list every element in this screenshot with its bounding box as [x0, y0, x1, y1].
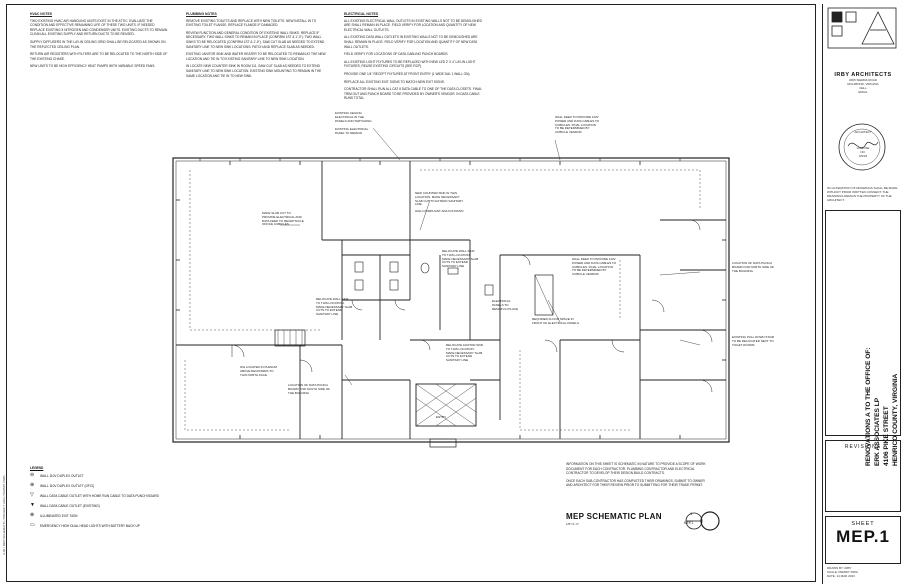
plumbing-note: REMOVE EXISTING TOILETS AND REPLACE WITH… — [186, 18, 317, 28]
outer-wall — [172, 157, 730, 443]
callout: HIGH COMPLIANT ADA FOUNTAIN — [415, 209, 464, 213]
callout: WALL FEED TO PROVIDE 110V POWER AND DATA… — [572, 257, 617, 277]
electrical-note: FIELD VERIFY FOR LOCATIONS OF DATA CABLI… — [344, 52, 449, 57]
seal-line: NO. — [860, 150, 866, 154]
plan-note: INFORMATION ON THIS SHEET IS SCHEMATIC I… — [566, 462, 706, 476]
sheet-number-box: SHEET MEP.1 — [825, 516, 901, 564]
firm-address-line: EMAIL — [858, 90, 868, 94]
seal-line: 3/9/23 — [858, 154, 868, 158]
stair-block — [415, 383, 477, 427]
callout: EXISTING CEILING ELECTRICAL IN THE PANEL… — [335, 111, 372, 123]
plumbing-notes: PLUMBING NOTES REMOVE EXISTING TOILETS A… — [186, 12, 326, 81]
legend-item: ▽ WALL DATA CABLE OUTLET WITH HOME RUN C… — [30, 493, 159, 498]
existing-data-outlet-icon: ▼ — [30, 502, 35, 508]
callout: REQUIRED FLOOR SPACE IN FRONT OF ELECTRI… — [532, 317, 579, 325]
sheet-scale: SCALE: PERMIT DWG — [827, 570, 858, 574]
sheet-border — [6, 4, 816, 582]
callout: WALL FEED TO PROVIDE 110V POWER AND DATA… — [555, 115, 600, 135]
plan-note: ONCE EACH SUB-CONTRACTOR HAS COMPLETED T… — [566, 478, 705, 488]
title-block: IRBY ARCHITECTS 2005 SIERRA ROAD RICHMON… — [822, 4, 903, 584]
legend-label: WALL 110V DUPLEX OUTLET (GFCI) — [40, 483, 95, 488]
plan-scale: 1/8"=1'-0" — [566, 522, 579, 526]
entry-label: ENTRY — [436, 415, 447, 419]
duplex-outlet-icon: ⊖ — [30, 472, 35, 478]
legend-item: ⊕ WALL 110V DUPLEX OUTLET (GFCI) — [30, 483, 159, 488]
plumbing-note: EXISTING JANITOR SINK AND WATER HEATER T… — [186, 52, 326, 61]
callout: EXISTING PULL DOWN STAIR TO BE RELOCATED… — [732, 335, 775, 347]
exit-sign-icon: ⊗ — [30, 512, 35, 518]
electrical-note: ALL EXISTING DATA WALL OUTLETS IN EXISTI… — [344, 35, 478, 49]
emergency-light-icon: ▭ — [30, 522, 35, 528]
plumbing-note: IN LOCATE NEW COUNTER SINK IN ROOM 111. … — [186, 64, 322, 78]
firm-name: IRBY ARCHITECTS — [834, 72, 892, 78]
detail-ref-sheet: MEP.1 — [684, 521, 694, 525]
seal-line: ARCHITECT — [854, 130, 872, 134]
callout: RELOCATE JANITOR SINK TO THIS LOCATION. … — [446, 343, 484, 363]
data-outlet-icon: ▽ — [30, 492, 34, 498]
electrical-note: REPLACE ALL EXISTING EXIT SIGNS TO MATCH… — [344, 79, 445, 84]
seal-line: LICENSE — [856, 146, 870, 150]
sheet-date: DATE: 14 MAR 2023 — [827, 574, 855, 578]
callout: LOCATION OF DATA PUNCH BOARD FOR SOUTH S… — [288, 383, 331, 395]
plan-notes: INFORMATION ON THIS SHEET IS SCHEMATIC I… — [566, 462, 706, 491]
electrical-note: CONTRACTOR SHALL RUN ALL CAT 6 DATA CABL… — [344, 87, 482, 101]
plan-title: MEP SCHEMATIC PLAN — [566, 512, 662, 521]
architect-seal: ARCHITECT LICENSE NO. 3/9/23 — [849, 130, 877, 158]
sheet-meta: DRAWN BY: IRBY SCALE: PERMIT DWG DATE: 1… — [827, 566, 901, 578]
electrical-note: ALL EXISTING LIGHT FIXTURES TO BE REPLAC… — [344, 59, 476, 69]
plumbing-note: REVIEW FUNCTION AND GENERAL CONDITION OF… — [186, 30, 325, 49]
hvac-notes: HVAC NOTES TWO EXISTING HVAC AIR HANDLIN… — [30, 12, 170, 72]
plumbing-notes-heading: PLUMBING NOTES — [186, 12, 217, 16]
electrical-notes-heading: ELECTRICAL NOTES — [344, 12, 379, 16]
callout: NEW COUNTER SINK IN THIS LOCATION. MAKE … — [415, 191, 464, 207]
hvac-note: NEW UNITS TO BE HIGH EFFICIENCY HEAT PUM… — [30, 64, 156, 69]
electrical-notes: ELECTRICAL NOTES ALL EXISTING ELECTRICAL… — [344, 12, 484, 104]
revisions-box: REVISIONS — [825, 440, 901, 512]
hvac-note: SUPPLY DIFFUSERS IN THE LAY-IN CEILING G… — [30, 39, 166, 49]
callout: EXISTING ELECTRICAL PANEL TO REMAIN — [335, 127, 369, 135]
callout: RELOCATE WALL SINK TO THIS LOCATION. MAK… — [442, 249, 479, 269]
legend-label: WALL 110V DUPLEX OUTLET — [40, 473, 84, 478]
hvac-notes-heading: HVAC NOTES — [30, 12, 52, 16]
callout: RELOCATE WALL SINK TO THIS LOCATION. MAK… — [316, 297, 353, 317]
firm-address-line: CELL — [859, 86, 867, 90]
electrical-note: ALL EXISTING ELECTRICAL WALL OUTLETS IN … — [344, 18, 482, 32]
legend-label: ILLUMINATED EXIT SIGN — [40, 513, 78, 518]
electrical-note: PROVIDE ONE 1/4" RECEPT FIXTURES AT FRON… — [344, 71, 471, 76]
legend-item: ▭ EMERGENCY HIGH DUAL HEAD LIGHTS WITH B… — [30, 523, 159, 528]
sheet-label: SHEET — [851, 521, 875, 527]
legend-item: ⊗ ILLUMINATED EXIT SIGN — [30, 513, 159, 518]
firm-note: NO ALTERATION OF DRAWINGS SHALL BE MADE … — [827, 186, 898, 202]
gfci-outlet-icon: ⊕ — [30, 482, 35, 488]
revisions-label: REVISIONS — [844, 444, 882, 450]
project-title-box: RENOVATIONS A TO THE OFFICE OF: ERK ASSO… — [825, 210, 901, 466]
callout: LOCATION OF DATA PUNCH BOARD FOR NORTH S… — [732, 261, 775, 273]
firm-address-line: 2005 SIERRA ROAD — [848, 78, 877, 82]
firm-address-line: RICHMOND, VIRGINIA — [847, 82, 879, 86]
drawn-by: DRAWN BY: IRBY — [827, 566, 852, 570]
callout: WH LOCATED IN PLENUM ABOVE REGISTERS TO … — [240, 365, 277, 377]
callout: ELECTRICAL PANELS TO REMAIN IN PLACE — [492, 299, 519, 311]
detail-ref-number: 1 — [690, 511, 693, 516]
legend: LEGEND ⊖ WALL 110V DUPLEX OUTLET ⊕ WALL … — [30, 466, 159, 533]
callout: MAKE SLAB CUT TO PROVIDE ELECTRICAL AND … — [262, 211, 304, 227]
legend-label: EMERGENCY HIGH DUAL HEAD LIGHTS WITH BAT… — [40, 523, 140, 528]
hvac-note: TWO EXISTING HVAC AIR HANDLING UNITS EXI… — [30, 18, 169, 37]
legend-label: WALL DATA CABLE OUTLET WITH HOME RUN CAB… — [40, 493, 159, 498]
hvac-note: RETURN AIR REGISTERS WITH FILTERS ARE TO… — [30, 52, 168, 61]
legend-label: WALL DATA CABLE OUTLET (EXISTING) — [40, 503, 100, 508]
legend-item: ⊖ WALL 110V DUPLEX OUTLET — [30, 473, 159, 478]
legend-heading: LEGEND — [30, 466, 44, 470]
firm-info: IRBY ARCHITECTS 2005 SIERRA ROAD RICHMON… — [825, 72, 901, 94]
legend-item: ▼ WALL DATA CABLE OUTLET (EXISTING) — [30, 503, 159, 508]
sheet-number: MEP.1 — [836, 527, 890, 546]
